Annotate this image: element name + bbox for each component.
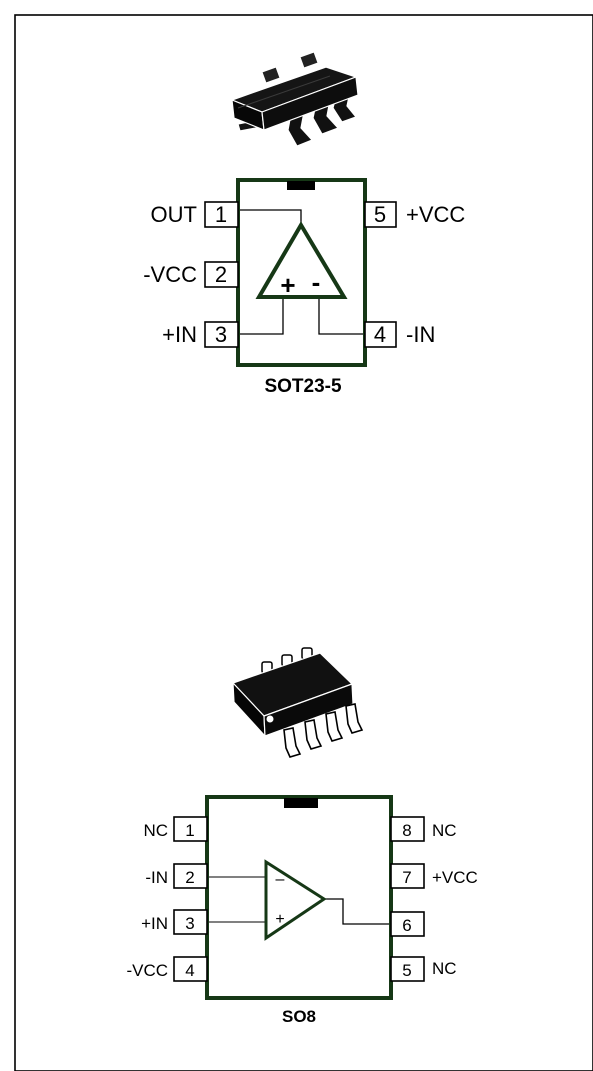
pin-number: 7 xyxy=(402,868,411,887)
opamp-triangle-icon xyxy=(264,859,327,941)
opamp-plus-sign: + xyxy=(275,911,284,928)
pin-box xyxy=(204,261,239,288)
pin-label: NC xyxy=(432,821,457,840)
pin-number: 6 xyxy=(402,916,411,935)
pin-label: -IN xyxy=(145,868,168,887)
pin-number: 4 xyxy=(374,322,386,347)
opamp-minus-sign: - xyxy=(312,267,321,297)
pin-number: 2 xyxy=(215,262,227,287)
pin-number: 1 xyxy=(185,821,194,840)
so8-pinout: – + 1 NC 2 -IN 3 +IN 4 -VCC 5 NC 6 7 +VC… xyxy=(126,795,478,1026)
pin-number: 5 xyxy=(374,202,386,227)
pin-box xyxy=(204,201,239,228)
pin-number: 2 xyxy=(185,868,194,887)
so8-notch xyxy=(284,798,318,808)
pin-box xyxy=(390,911,425,937)
pin-number: 3 xyxy=(215,322,227,347)
pin-number: 1 xyxy=(215,202,227,227)
pin-label: OUT xyxy=(151,202,197,227)
opamp-triangle-icon xyxy=(255,221,348,299)
pin-box xyxy=(364,201,397,228)
pin-number: 3 xyxy=(185,914,194,933)
pin-box xyxy=(390,863,425,889)
pin-label: -IN xyxy=(406,322,435,347)
so8-body xyxy=(205,795,393,1000)
wire-out xyxy=(238,209,302,226)
pin-label: +IN xyxy=(162,322,197,347)
pin-box xyxy=(173,956,208,982)
pin-label: +IN xyxy=(141,914,168,933)
pin-number: 8 xyxy=(402,821,411,840)
pin-box xyxy=(390,956,425,982)
wire-minus-in xyxy=(318,298,365,335)
pin-label: +VCC xyxy=(432,868,478,887)
so8-chip-icon xyxy=(231,647,364,758)
pin-box xyxy=(173,863,208,889)
wire-plus-in xyxy=(238,298,284,335)
pin-number: 5 xyxy=(402,961,411,980)
pin-box xyxy=(173,909,208,935)
pin-label: NC xyxy=(432,959,457,978)
opamp-plus-sign: + xyxy=(280,270,295,300)
pin-number: 4 xyxy=(185,961,194,980)
opamp-minus-sign: – xyxy=(276,871,285,888)
pin-label: NC xyxy=(143,821,168,840)
pin-box xyxy=(173,816,208,842)
sot23-5-notch xyxy=(287,181,315,190)
sot23-5-pinout: + - 1 OUT 2 -VCC 3 +IN 4 -IN 5 +VCC SOT2… xyxy=(143,178,465,397)
wire-out xyxy=(324,898,391,925)
pin-box xyxy=(390,816,425,842)
package-name: SO8 xyxy=(282,1007,316,1026)
package-name: SOT23-5 xyxy=(264,376,342,397)
pin-label: -VCC xyxy=(143,262,197,287)
pin-label: -VCC xyxy=(126,961,168,980)
sot23-5-chip-icon xyxy=(230,51,359,147)
pin-box xyxy=(204,321,239,348)
pin-label: +VCC xyxy=(406,202,465,227)
pin-box xyxy=(364,321,397,348)
